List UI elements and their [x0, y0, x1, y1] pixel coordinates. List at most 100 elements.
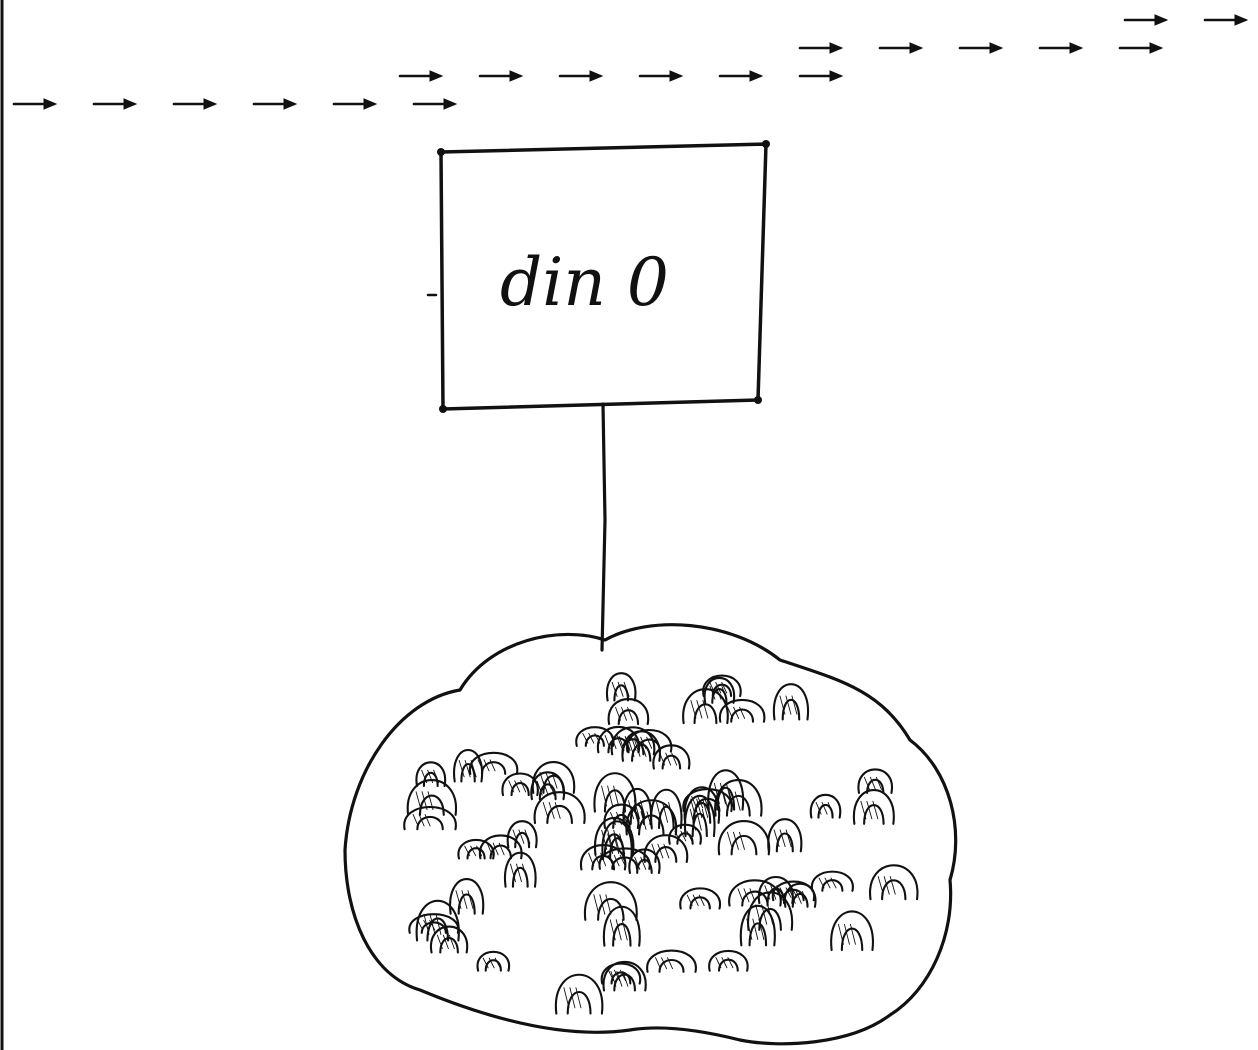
brain-gyrus	[703, 677, 736, 704]
brain-hatch	[539, 771, 546, 789]
brain-hatch	[617, 681, 624, 697]
brain-hatch	[690, 700, 697, 719]
trail-arrow	[172, 98, 218, 110]
brain-hatch	[785, 887, 792, 898]
brain-hatch	[421, 769, 428, 783]
brain-hatch	[607, 829, 614, 850]
brain-gyrus	[809, 793, 842, 819]
brain-gyrus	[652, 744, 691, 770]
brain-hatch	[727, 957, 734, 969]
brain-hatch	[634, 856, 641, 870]
brain-gyrus	[430, 925, 469, 954]
brain-hatch	[692, 894, 699, 906]
brain-hatch	[726, 831, 733, 850]
brain-hatch	[830, 877, 837, 889]
brain-gyrus	[602, 960, 647, 992]
arrow-head	[123, 98, 138, 110]
brain-hatch	[619, 854, 626, 867]
brain-hatch	[421, 791, 428, 811]
brain-gyrus	[857, 768, 893, 794]
brain-hatch	[616, 734, 623, 750]
signpost: din 0	[426, 140, 770, 652]
sign-corner-dot	[439, 405, 447, 413]
brain-hatch	[498, 842, 505, 856]
brain-hatch	[739, 706, 746, 719]
brain-hatch	[613, 829, 620, 850]
arrow-head	[1149, 42, 1164, 54]
brain-hatch	[665, 752, 672, 766]
trail-arrow	[92, 98, 138, 110]
brain-gyrus	[772, 683, 810, 721]
arrow-head	[283, 98, 298, 110]
brain-hatch	[686, 830, 693, 842]
brain-hatch	[690, 798, 697, 818]
brain-hatch	[733, 706, 740, 719]
brain-hatch	[713, 782, 720, 805]
sign-pole	[600, 402, 607, 652]
sign-corner-dot	[754, 396, 762, 404]
brain-gyrus	[830, 910, 874, 952]
brain-hatch	[524, 829, 531, 844]
brain-hatch	[860, 800, 867, 820]
brain-gyrus	[852, 788, 895, 825]
arrow-head	[429, 70, 444, 82]
brain-hatch	[601, 785, 608, 807]
arrow-head	[829, 42, 844, 54]
trail-arrow	[12, 98, 58, 110]
brain-hatch	[548, 802, 555, 819]
brain-hatch	[418, 813, 425, 827]
brain-hatch	[661, 957, 667, 970]
brain-hatch	[588, 852, 595, 867]
trail-arrow	[1118, 42, 1164, 54]
brain-hatch	[646, 811, 653, 830]
brain-hatch	[701, 808, 708, 831]
brain-hatch	[518, 829, 525, 844]
brain-hatch	[779, 695, 786, 715]
brain-hatch	[709, 685, 716, 700]
sign-corner-dot	[762, 140, 770, 148]
brain-hatch	[827, 801, 834, 815]
brain-hatch	[613, 785, 620, 807]
brain-hatch	[489, 759, 496, 772]
brain-hatch	[791, 695, 798, 715]
brain-hatch	[818, 877, 825, 889]
brain-hatch	[620, 969, 626, 982]
brain-hatch	[640, 800, 646, 820]
brain-hatch	[522, 863, 528, 883]
brain-hatch	[435, 913, 442, 936]
brain-drawing	[343, 623, 958, 1046]
brain-hatch	[614, 969, 620, 982]
brain-hatch	[721, 957, 728, 969]
brain-hatch	[773, 829, 780, 848]
arrow-head	[669, 70, 684, 82]
trail-arrow	[878, 42, 924, 54]
brain-hatch	[600, 852, 607, 867]
brain-hatch	[680, 830, 687, 842]
brain-gyrus	[415, 761, 447, 788]
brain-hatch	[698, 894, 705, 906]
arrow-head	[749, 70, 764, 82]
brain-hatch	[569, 987, 576, 1009]
brain-hatch	[427, 769, 434, 783]
trail-arrow	[252, 98, 298, 110]
brain-hatch	[601, 829, 608, 850]
brain-gyrus	[479, 834, 523, 860]
trail-arrow	[958, 42, 1004, 54]
brain-hatch	[448, 934, 455, 950]
brain-gyrus	[719, 699, 766, 723]
brain-hatch	[719, 782, 726, 805]
brain-gyrus	[707, 769, 745, 811]
arrow-head	[1069, 42, 1084, 54]
brain-gyrus	[501, 772, 539, 797]
brain-hatch	[667, 957, 673, 970]
brain-hatch	[732, 831, 739, 850]
arrow-head	[989, 42, 1004, 54]
brain-hatch	[492, 842, 499, 856]
arrow-head	[829, 70, 844, 82]
brain-hatch	[424, 813, 431, 827]
brain-hatch	[429, 913, 436, 936]
brain-hatch	[696, 700, 703, 719]
brain-gyrus	[757, 876, 794, 905]
brain-gyrus	[767, 818, 803, 853]
